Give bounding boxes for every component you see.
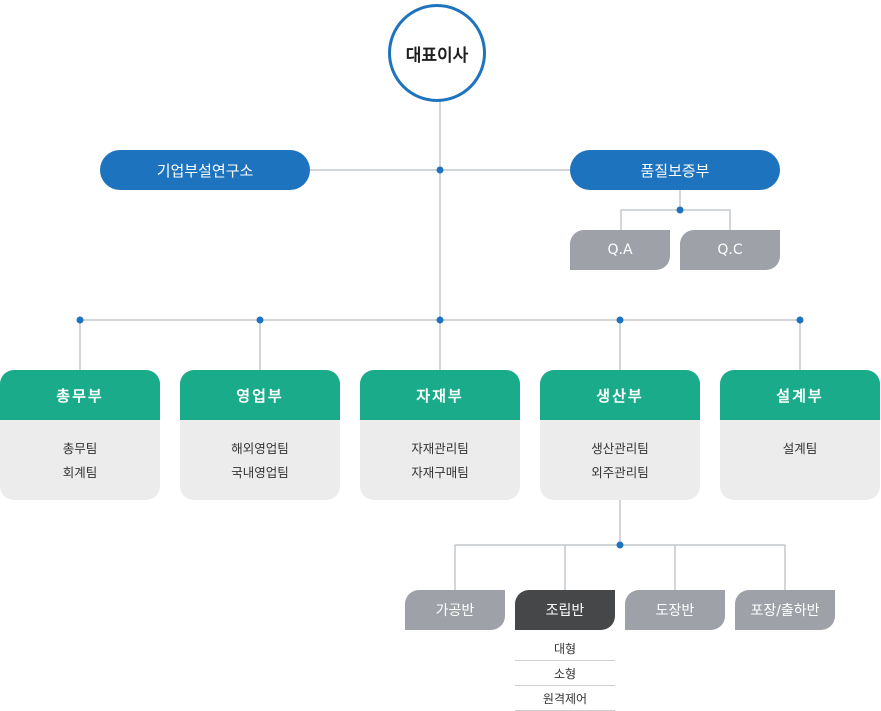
team-item: 설계팀	[782, 441, 818, 456]
junction-dot	[436, 166, 444, 174]
unit-machining: 가공반	[405, 590, 505, 630]
junction-dot	[76, 316, 84, 324]
team-item: 자재구매팀	[411, 465, 469, 480]
dept-title: 총무부	[0, 370, 160, 420]
junction-dot	[796, 316, 804, 324]
team-list: 설계팀	[720, 420, 880, 500]
unit-assembly: 조립반	[515, 590, 615, 630]
dept-general-affairs: 총무부 총무팀 회계팀	[0, 370, 160, 500]
team-item: 해외영업팀	[231, 441, 289, 456]
team-item: 회계팀	[62, 465, 98, 480]
unit-painting: 도장반	[625, 590, 725, 630]
assembly-subunit: 원격제어	[515, 686, 615, 711]
team-list: 총무팀 회계팀	[0, 420, 160, 500]
assembly-subunit: 대형	[515, 636, 615, 661]
qa-dept-node: 품질보증부	[570, 150, 780, 190]
team-item: 외주관리팀	[591, 465, 649, 480]
dept-title: 생산부	[540, 370, 700, 420]
team-list: 자재관리팀 자재구매팀	[360, 420, 520, 500]
junction-dot	[436, 316, 444, 324]
team-item: 국내영업팀	[231, 465, 289, 480]
unit-packing-shipping: 포장/출하반	[735, 590, 835, 630]
team-item: 자재관리팀	[411, 441, 469, 456]
team-list: 생산관리팀 외주관리팀	[540, 420, 700, 500]
junction-dot	[676, 206, 684, 214]
junction-dot	[256, 316, 264, 324]
dept-sales: 영업부 해외영업팀 국내영업팀	[180, 370, 340, 500]
qa-team-node: Q.A	[570, 230, 670, 270]
dept-production: 생산부 생산관리팀 외주관리팀	[540, 370, 700, 500]
qc-team-node: Q.C	[680, 230, 780, 270]
dept-materials: 자재부 자재관리팀 자재구매팀	[360, 370, 520, 500]
assembly-subunit: 소형	[515, 661, 615, 686]
junction-dot	[616, 541, 624, 549]
dept-title: 영업부	[180, 370, 340, 420]
lab-node: 기업부설연구소	[100, 150, 310, 190]
team-item: 생산관리팀	[591, 441, 649, 456]
dept-title: 자재부	[360, 370, 520, 420]
team-list: 해외영업팀 국내영업팀	[180, 420, 340, 500]
ceo-node: 대표이사	[388, 4, 486, 102]
junction-dot	[616, 316, 624, 324]
team-item: 총무팀	[62, 441, 98, 456]
dept-design: 설계부 설계팀	[720, 370, 880, 500]
dept-title: 설계부	[720, 370, 880, 420]
